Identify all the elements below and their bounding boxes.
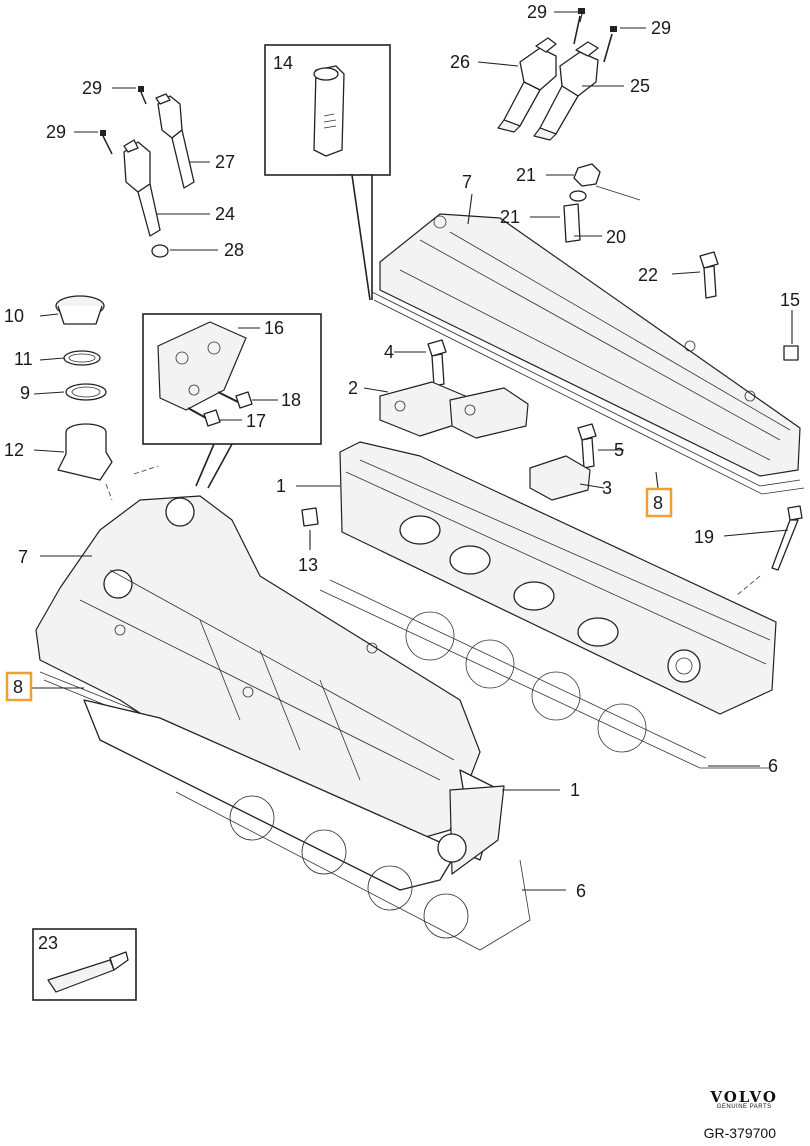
screw-29-left-b[interactable] (100, 130, 113, 155)
diagram-reference: GR-379700 (703, 1125, 776, 1141)
callout-5: 5 (614, 440, 624, 460)
head-bolt-19[interactable] (771, 505, 803, 571)
callout-19: 19 (694, 527, 714, 547)
ignition-coil-26[interactable] (497, 37, 557, 133)
callout-26: 26 (450, 52, 470, 72)
callout-22: 22 (638, 265, 658, 285)
callout-29: 29 (82, 78, 102, 98)
callout-3: 3 (602, 478, 612, 498)
ignition-coil-27[interactable] (155, 93, 195, 189)
callout-17: 17 (246, 411, 266, 431)
sealant-tube-23[interactable] (47, 951, 129, 993)
bolt-17[interactable] (187, 407, 221, 427)
bearing-cap-3[interactable] (529, 455, 591, 501)
callout-12: 12 (4, 440, 24, 460)
callout-9: 9 (20, 383, 30, 403)
callout-25: 25 (630, 76, 650, 96)
callout-8: 8 (653, 493, 663, 513)
callout-2: 2 (348, 378, 358, 398)
highlighted-callout-8-left[interactable]: 8 (5, 671, 33, 702)
callout-labels: 29 29 26 25 29 29 27 24 28 14 21 7 21 20… (4, 2, 800, 953)
callout-15: 15 (780, 290, 800, 310)
callout-18: 18 (281, 390, 301, 410)
callout-16: 16 (264, 318, 284, 338)
callout-23: 23 (38, 933, 58, 953)
callout-29: 29 (527, 2, 547, 22)
screw-29-top-b[interactable] (603, 26, 617, 63)
callout-7: 7 (462, 172, 472, 192)
bolt-4[interactable] (427, 339, 447, 387)
bolt-18[interactable] (217, 391, 253, 409)
head-gasket-right-6[interactable] (319, 579, 770, 769)
ignition-coil-25[interactable] (533, 41, 599, 141)
plug-15[interactable] (783, 345, 799, 361)
breather-tube-14[interactable] (313, 65, 345, 157)
brand-logo: VOLVO GENUINE PARTS (710, 1088, 778, 1110)
screw-29-top-a[interactable] (573, 8, 585, 45)
bolt-22[interactable] (699, 251, 719, 299)
callout-21: 21 (516, 165, 536, 185)
stud-20[interactable] (563, 203, 581, 243)
nut-21-top[interactable] (573, 163, 601, 187)
callout-11: 11 (14, 349, 33, 369)
callout-24: 24 (215, 204, 235, 224)
callout-29: 29 (651, 18, 671, 38)
callout-27: 27 (215, 152, 235, 172)
screw-29-left-a[interactable] (138, 86, 147, 105)
callout-4: 4 (384, 342, 394, 362)
callout-10: 10 (4, 306, 24, 326)
callout-8: 8 (13, 677, 23, 697)
gasket-right-8[interactable] (371, 291, 805, 495)
plug-13[interactable] (301, 507, 319, 527)
callout-7: 7 (18, 547, 28, 567)
valve-cover-left-7[interactable] (35, 495, 481, 851)
callout-20: 20 (606, 227, 626, 247)
callout-13: 13 (298, 555, 318, 575)
callout-28: 28 (224, 240, 244, 260)
valve-cover-right-7[interactable] (379, 213, 801, 477)
callout-1: 1 (276, 476, 286, 496)
callout-14: 14 (273, 53, 293, 73)
bolt-5[interactable] (577, 423, 597, 469)
bracket-16[interactable] (157, 321, 247, 411)
o-ring-11[interactable] (63, 350, 101, 366)
cylinder-head-right-1[interactable] (339, 441, 777, 715)
bearing-cap-2[interactable] (379, 381, 529, 439)
callout-6: 6 (768, 756, 778, 776)
washer-21[interactable] (569, 190, 587, 202)
filler-cap-10[interactable] (55, 295, 105, 325)
seal-ring-28[interactable] (151, 244, 169, 258)
filler-neck-12[interactable] (57, 423, 113, 481)
callout-1: 1 (570, 780, 580, 800)
cylinder-head-left-1[interactable] (83, 699, 505, 891)
callout-6: 6 (576, 881, 586, 901)
callout-29: 29 (46, 122, 66, 142)
seal-9[interactable] (65, 383, 107, 401)
brand-name: VOLVO (710, 1088, 778, 1106)
ignition-coil-24[interactable] (123, 139, 161, 237)
callout-21: 21 (500, 207, 520, 227)
brand-tagline: GENUINE PARTS (716, 1104, 772, 1110)
highlighted-callout-8-right[interactable]: 8 (645, 487, 673, 518)
